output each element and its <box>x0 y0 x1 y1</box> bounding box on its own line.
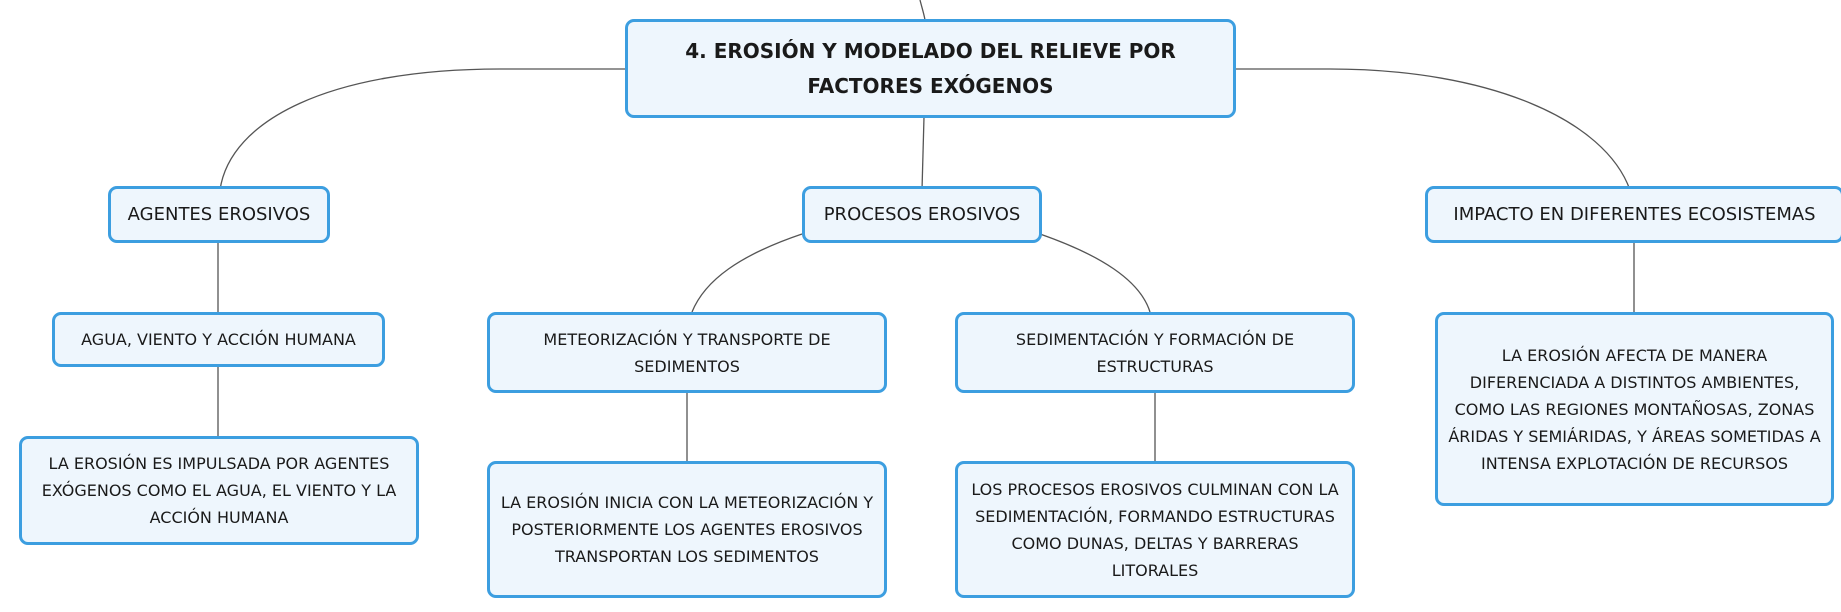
detail-agentes-text: LA EROSIÓN ES IMPULSADA POR AGENTES EXÓG… <box>41 454 397 527</box>
connector-procesos-to-sedimentacion <box>1039 233 1151 313</box>
subtopic-sedimentacion-label: SEDIMENTACIÓN Y FORMACIÓN DE ESTRUCTURAS <box>1015 329 1295 376</box>
detail-sedimentacion[interactable]: LOS PROCESOS EROSIVOS CULMINAN CON LA SE… <box>955 461 1355 598</box>
root-label: 4. EROSIÓN Y MODELADO DEL RELIEVE POR FA… <box>685 38 1176 98</box>
detail-meteorizacion[interactable]: LA EROSIÓN INICIA CON LA METEORIZACIÓN Y… <box>487 461 887 598</box>
subtopic-agua-label: AGUA, VIENTO Y ACCIÓN HUMANA <box>81 330 356 349</box>
connector-parent-to-root <box>919 0 926 21</box>
connector-root-to-procesos <box>921 116 925 191</box>
subtopic-agua-viento[interactable]: AGUA, VIENTO Y ACCIÓN HUMANA <box>52 312 385 367</box>
detail-sedimentacion-text: LOS PROCESOS EROSIVOS CULMINAN CON LA SE… <box>971 479 1339 580</box>
connector-root-to-impacto <box>1233 68 1631 191</box>
topic-agentes-label: AGENTES EROSIVOS <box>127 203 311 225</box>
topic-procesos-erosivos[interactable]: PROCESOS EROSIVOS <box>802 186 1042 243</box>
detail-agentes[interactable]: LA EROSIÓN ES IMPULSADA POR AGENTES EXÓG… <box>19 436 419 545</box>
topic-impacto-ecosistemas[interactable]: IMPACTO EN DIFERENTES ECOSISTEMAS <box>1425 186 1841 243</box>
connector-procesos-to-meteorizacion <box>691 233 803 313</box>
topic-impacto-label: IMPACTO EN DIFERENTES ECOSISTEMAS <box>1453 203 1816 225</box>
subtopic-sedimentacion[interactable]: SEDIMENTACIÓN Y FORMACIÓN DE ESTRUCTURAS <box>955 312 1355 393</box>
topic-procesos-label: PROCESOS EROSIVOS <box>823 203 1021 225</box>
detail-impacto[interactable]: LA EROSIÓN AFECTA DE MANERA DIFERENCIADA… <box>1435 312 1834 506</box>
detail-impacto-text: LA EROSIÓN AFECTA DE MANERA DIFERENCIADA… <box>1448 345 1821 473</box>
connector-root-to-agentes <box>219 68 625 191</box>
root-node[interactable]: 4. EROSIÓN Y MODELADO DEL RELIEVE POR FA… <box>625 19 1236 118</box>
topic-agentes-erosivos[interactable]: AGENTES EROSIVOS <box>108 186 330 243</box>
subtopic-meteorizacion-label: METEORIZACIÓN Y TRANSPORTE DE SEDIMENTOS <box>543 329 831 376</box>
detail-meteorizacion-text: LA EROSIÓN INICIA CON LA METEORIZACIÓN Y… <box>500 493 874 566</box>
subtopic-meteorizacion[interactable]: METEORIZACIÓN Y TRANSPORTE DE SEDIMENTOS <box>487 312 887 393</box>
